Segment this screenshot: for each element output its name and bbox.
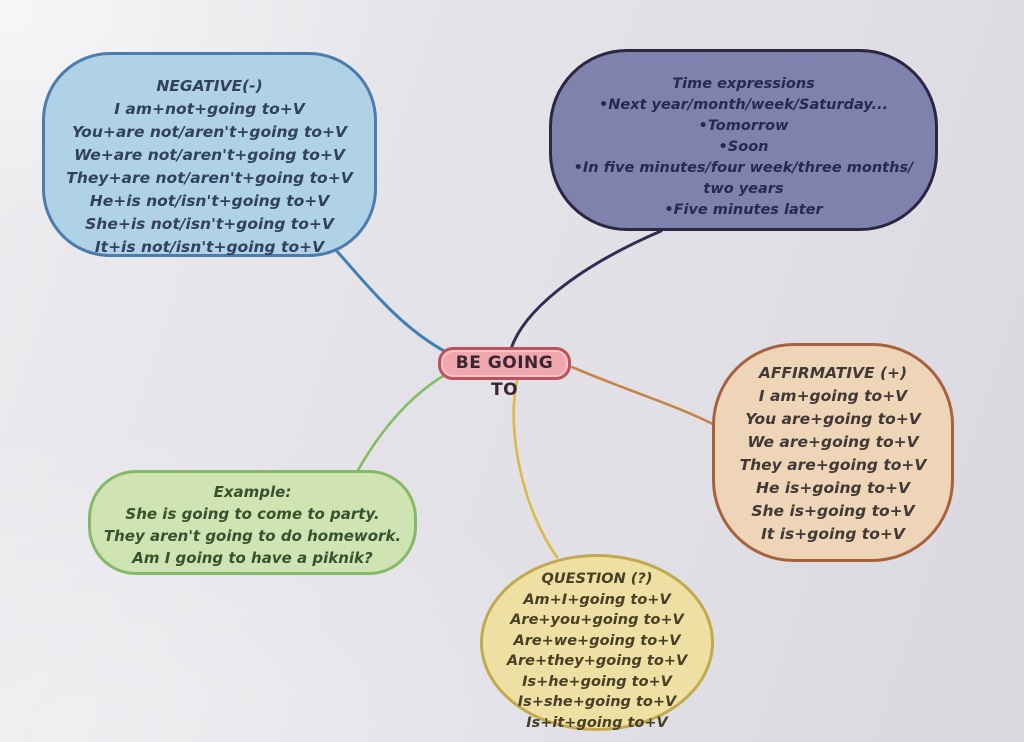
- text-line: •Tomorrow: [698, 118, 789, 134]
- connector-affirmative: [570, 365, 724, 431]
- text-line: They+are not/aren't+going to+V: [66, 169, 353, 187]
- node-example: Example: She is going to come to party. T…: [88, 470, 417, 575]
- text-line: They are+going to+V: [739, 456, 927, 474]
- text-line: I am+going to+V: [758, 387, 908, 405]
- text-line: You are+going to+V: [745, 410, 921, 428]
- node-question-lines: Am+I+going to+V Are+you+going to+V Are+we+…: [483, 590, 711, 734]
- node-negative: NEGATIVE(-) I am+not+going to+V You+are n…: [42, 52, 377, 257]
- text-line: Are+you+going to+V: [510, 612, 684, 628]
- node-negative-title: NEGATIVE(-): [156, 77, 263, 95]
- node-affirmative: AFFIRMATIVE (+) I am+going to+V You are+g…: [712, 343, 954, 562]
- text-line: •Next year/month/week/Saturday...: [598, 97, 889, 113]
- node-time-expressions: Time expressions •Next year/month/week/S…: [549, 49, 938, 231]
- text-line: He is+going to+V: [755, 479, 911, 497]
- node-time-expressions-title: Time expressions: [672, 76, 815, 92]
- text-line: I am+not+going to+V: [114, 100, 305, 118]
- text-line: Is+it+going to+V: [526, 714, 668, 731]
- text-line: Are+we+going to+V: [513, 632, 681, 649]
- node-question-title: QUESTION (?): [541, 571, 653, 587]
- node-affirmative-title: AFFIRMATIVE (+): [758, 364, 908, 382]
- text-line: We are+going to+V: [747, 433, 919, 451]
- text-line: You+are not/aren't+going to+V: [71, 123, 348, 141]
- text-line: Am I going to have a piknik?: [132, 549, 373, 567]
- connector-time: [509, 229, 663, 351]
- node-affirmative-lines: I am+going to+V You are+going to+V We are+…: [715, 385, 951, 546]
- text-line: She is+going to+V: [751, 502, 915, 520]
- text-line: She is going to come to party.: [125, 505, 380, 523]
- node-negative-lines: I am+not+going to+V You+are not/aren't+go…: [45, 98, 374, 259]
- connector-example: [355, 374, 445, 474]
- center-node-be-going-to: BE GOING TO: [438, 347, 571, 400]
- text-line: •Soon: [718, 139, 769, 155]
- node-question: QUESTION (?) Am+I+going to+V Are+you+goin…: [480, 554, 714, 731]
- connector-negative: [332, 246, 448, 354]
- text-line: We+are not/aren't+going to+V: [74, 146, 345, 164]
- text-line: It is+going to+V: [761, 525, 905, 543]
- text-line: It+is not/isn't+going to+V: [94, 238, 325, 256]
- text-line: Am+I+going to+V: [523, 591, 671, 608]
- node-example-title: Example:: [213, 483, 292, 501]
- text-line: She+is not/isn't+going to+V: [85, 215, 334, 233]
- text-line: Is+she+going to+V: [517, 694, 677, 710]
- text-line: Are+they+going to+V: [506, 653, 688, 669]
- node-example-lines: She is going to come to party. They aren'…: [91, 503, 414, 569]
- text-line: He+is not/isn't+going to+V: [89, 192, 330, 210]
- text-line: •In five minutes/four week/three months/: [573, 160, 914, 176]
- text-line: •Five minutes later: [664, 202, 823, 218]
- text-line: They aren't going to do homework.: [103, 527, 402, 545]
- text-line: two years: [703, 181, 784, 197]
- node-time-expressions-lines: •Next year/month/week/Saturday... •Tomorr…: [552, 95, 935, 221]
- connector-question: [512, 379, 559, 559]
- text-line: Is+he+going to+V: [522, 673, 672, 690]
